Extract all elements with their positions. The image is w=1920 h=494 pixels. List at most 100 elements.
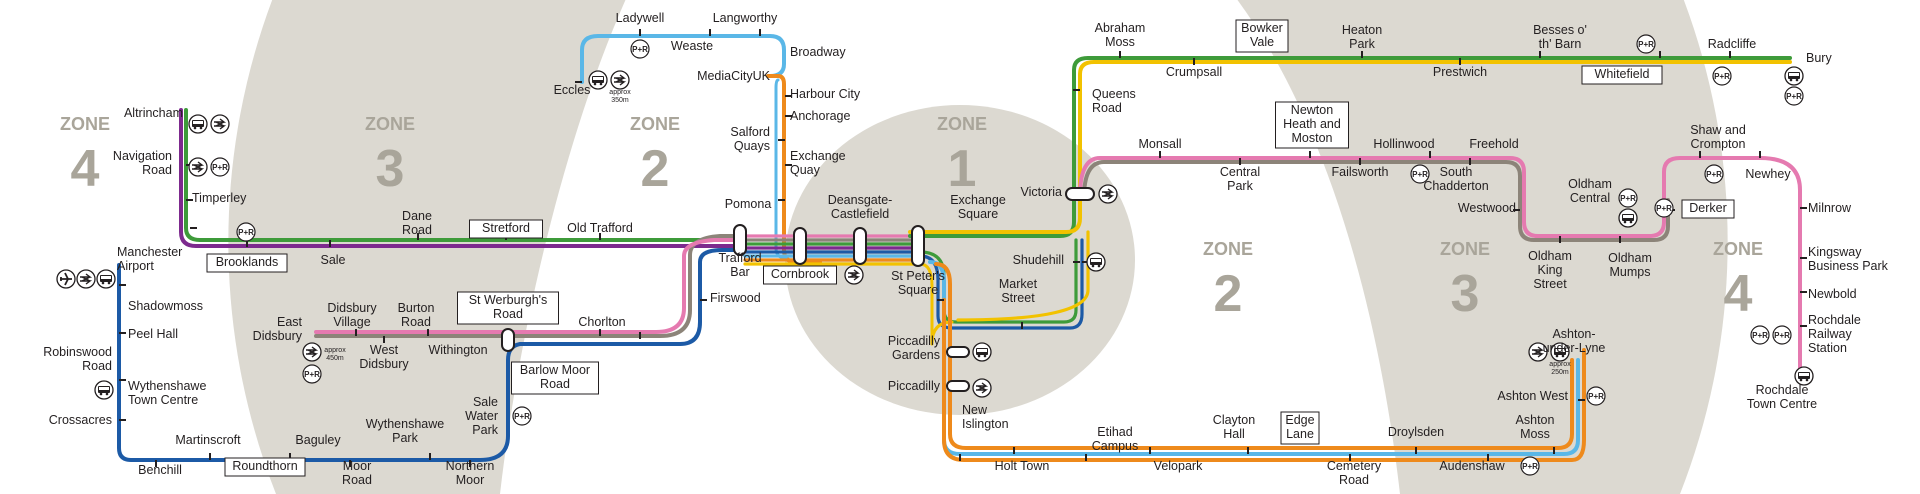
station-victoria[interactable]: Victoria [1021, 185, 1063, 199]
station-piccadilly[interactable]: Piccadilly [888, 379, 941, 393]
station-roundthorn[interactable]: Roundthorn [224, 457, 306, 477]
station-broadway[interactable]: Broadway [790, 45, 846, 59]
station-eccles[interactable]: Eccles [554, 83, 591, 97]
station-freehold[interactable]: Freehold [1469, 137, 1518, 151]
station-derker[interactable]: Derker [1681, 199, 1735, 219]
station-newbold[interactable]: Newbold [1808, 287, 1857, 301]
station-anchorage[interactable]: Anchorage [790, 109, 851, 123]
station-crossacres[interactable]: Crossacres [49, 413, 112, 427]
station-ashton-west[interactable]: Ashton West [1497, 389, 1568, 403]
station-harbour-city[interactable]: Harbour City [790, 87, 861, 101]
station-besses[interactable]: Besses o'th' Barn [1533, 23, 1587, 51]
station-withington[interactable]: Withington [428, 343, 487, 357]
station-mediacityuk[interactable]: MediaCityUK [697, 69, 771, 83]
station-monsall[interactable]: Monsall [1138, 137, 1181, 151]
station-baguley[interactable]: Baguley [295, 433, 341, 447]
station-crumpsall[interactable]: Crumpsall [1166, 65, 1222, 79]
station-benchill[interactable]: Benchill [138, 463, 182, 477]
station-shudehill[interactable]: Shudehill [1013, 253, 1064, 267]
station-old-trafford[interactable]: Old Trafford [567, 221, 633, 235]
station-audenshaw[interactable]: Audenshaw [1439, 459, 1505, 473]
station-whitefield[interactable]: Whitefield [1581, 65, 1663, 85]
zone-label-word: ZONE [365, 114, 415, 134]
zone-label-number: 2 [641, 140, 670, 198]
station-cornbrook[interactable]: Cornbrook [763, 265, 837, 285]
station-firswood[interactable]: Firswood [710, 291, 761, 305]
station-holt-town[interactable]: Holt Town [995, 459, 1050, 473]
station-westwood[interactable]: Westwood [1458, 201, 1516, 215]
station-newhey[interactable]: Newhey [1745, 167, 1791, 181]
station-brooklands[interactable]: Brooklands [206, 253, 288, 273]
station-milnrow[interactable]: Milnrow [1808, 201, 1852, 215]
station-martinscroft[interactable]: Martinscroft [175, 433, 241, 447]
station-radcliffe[interactable]: Radcliffe [1708, 37, 1756, 51]
station-weaste[interactable]: Weaste [671, 39, 713, 53]
station-langworthy[interactable]: Langworthy [713, 11, 778, 25]
station-deansgate[interactable]: Deansgate-Castlefield [828, 193, 893, 221]
station-label-line: Radcliffe [1708, 37, 1756, 51]
station-bury[interactable]: Bury [1806, 51, 1832, 65]
zone-1-band [785, 105, 1135, 415]
station-altrincham[interactable]: Altrincham [124, 106, 183, 120]
station-ladywell[interactable]: Ladywell [616, 11, 665, 25]
station-shadowmoss[interactable]: Shadowmoss [128, 299, 203, 313]
station-failsworth[interactable]: Failsworth [1332, 165, 1389, 179]
station-velopark[interactable]: Velopark [1154, 459, 1203, 473]
station-label-line: Hall [1223, 427, 1245, 441]
station-peel-hall[interactable]: Peel Hall [128, 327, 178, 341]
station-chorlton[interactable]: Chorlton [578, 315, 625, 329]
station-timperley[interactable]: Timperley [192, 191, 247, 205]
park-and-ride-label: P+R [1786, 92, 1802, 101]
station-sale[interactable]: Sale [320, 253, 345, 267]
station-ashton-under-lyne[interactable]: Ashton-under-Lyne [1543, 327, 1606, 355]
station-droylsden[interactable]: Droylsden [1388, 425, 1444, 439]
park-and-ride-icon: P+R [630, 39, 650, 59]
station-pomona[interactable]: Pomona [725, 197, 772, 211]
station-stretford[interactable]: Stretford [469, 219, 543, 239]
station-prestwich[interactable]: Prestwich [1433, 65, 1487, 79]
station-hollinwood[interactable]: Hollinwood [1373, 137, 1434, 151]
